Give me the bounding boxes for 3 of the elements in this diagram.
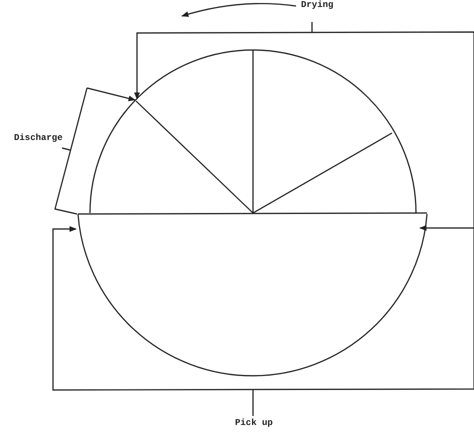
zone-label: Pick up: [235, 418, 273, 429]
zone-label: Drying: [301, 0, 334, 11]
zone-label: Discharge: [14, 133, 63, 144]
